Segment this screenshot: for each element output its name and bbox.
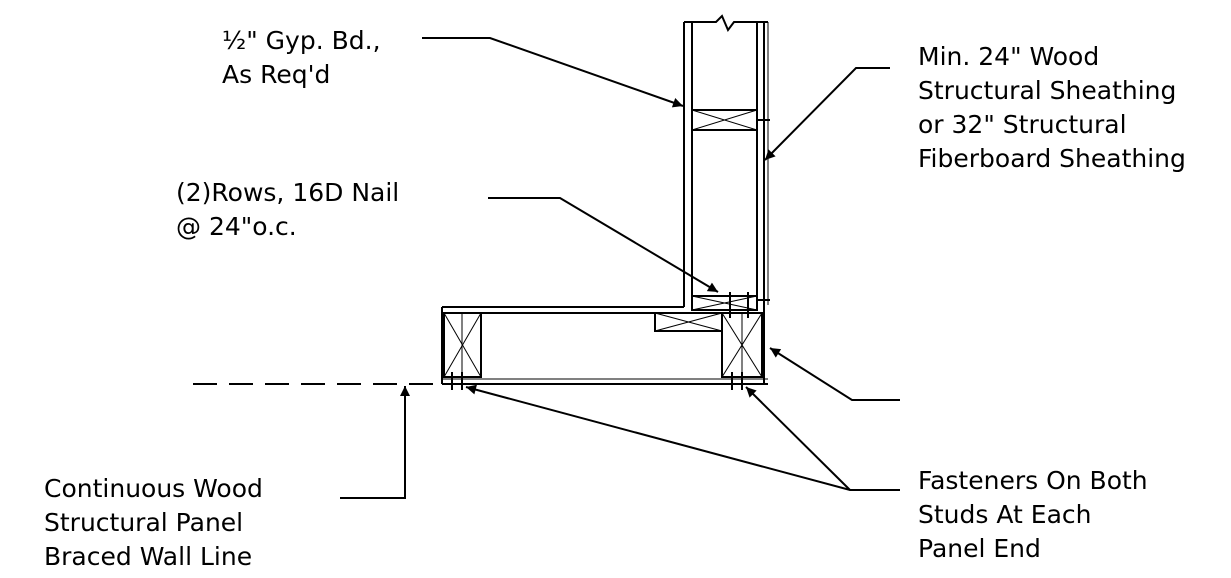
nail-label: (2)Rows, 16D Nail @ 24"o.c. (176, 178, 400, 241)
horizontal-wall (441, 305, 768, 390)
leader-end-stud (769, 347, 900, 401)
braced-wall-label: Continuous Wood Structural Panel Braced … (44, 474, 263, 571)
bottom-plate (691, 295, 758, 311)
leader-lines (340, 37, 900, 499)
sheathing-label: Min. 24" Wood Structural Sheathing or 32… (918, 42, 1186, 173)
leader-nail (488, 197, 719, 293)
leader-fasteners-2 (745, 386, 851, 491)
leader-gyp (422, 37, 684, 108)
break-line (684, 14, 768, 32)
leader-sheathing (764, 67, 890, 161)
vertical-wall (683, 14, 770, 318)
leader-braced (340, 386, 410, 499)
gyp-board-label: ½" Gyp. Bd., As Req'd (222, 26, 381, 89)
fasteners-label: Fasteners On Both Studs At Each Panel En… (918, 466, 1148, 563)
